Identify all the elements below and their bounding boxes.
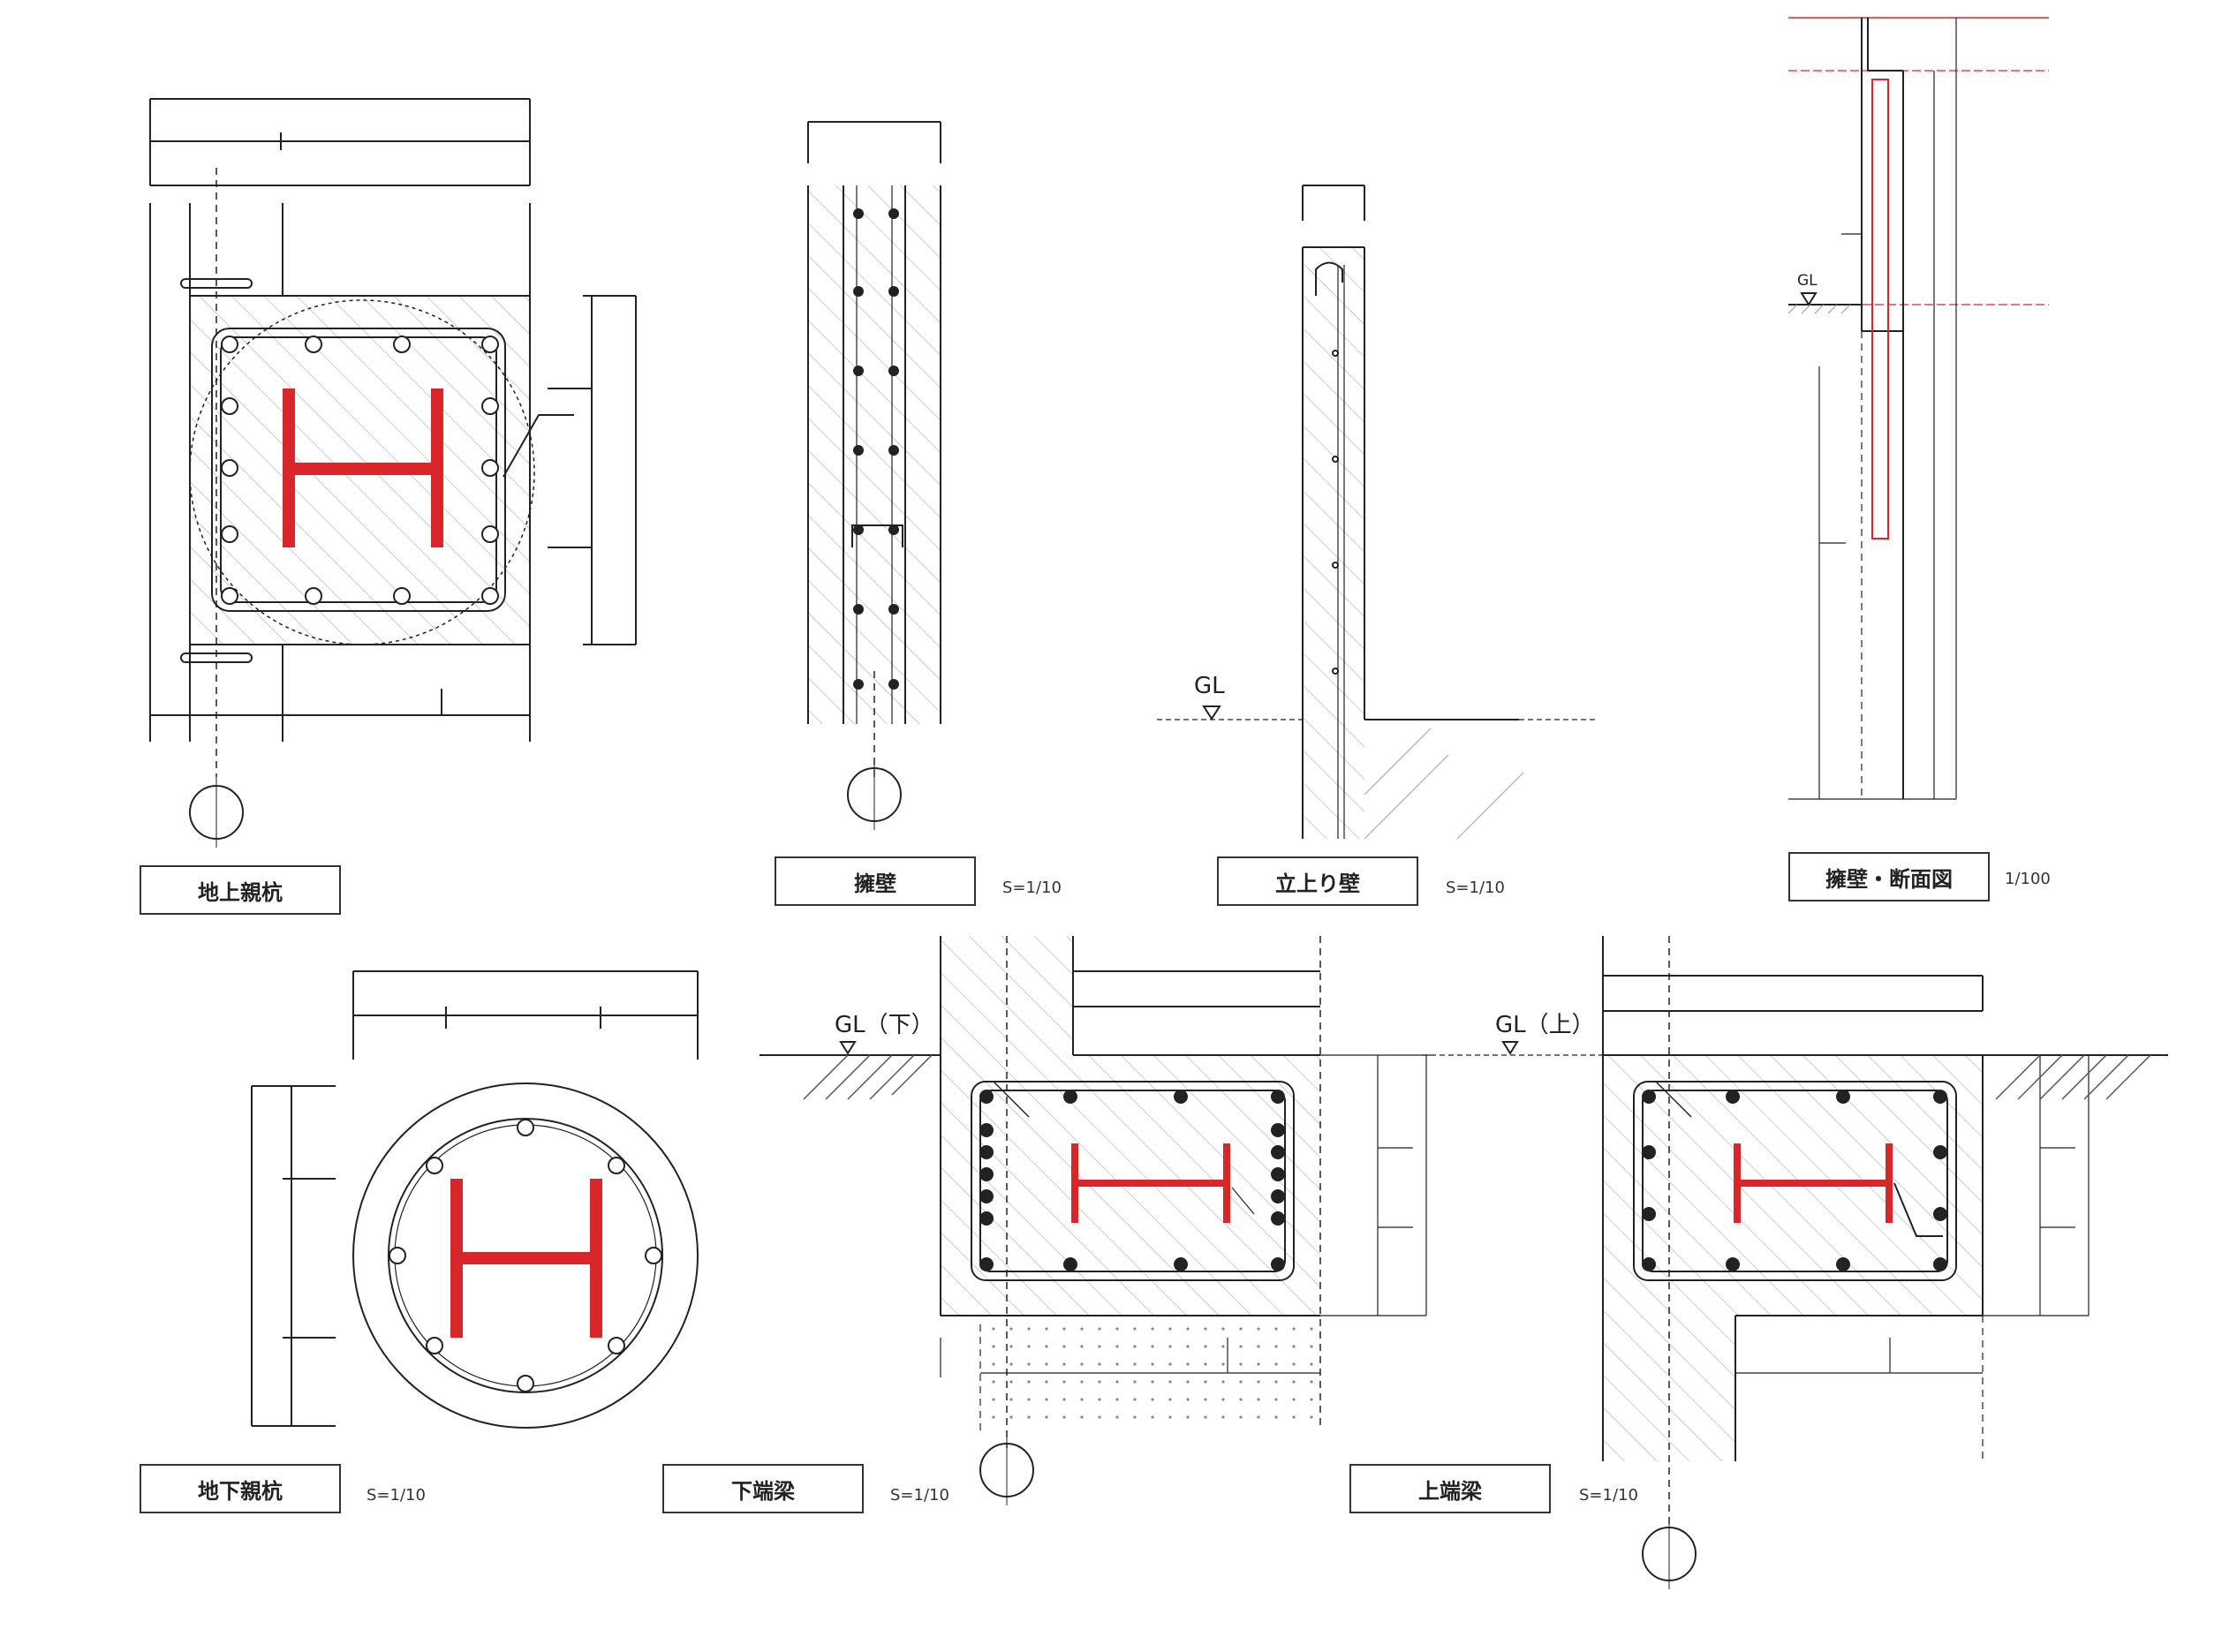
scale-retaining-wall: S=1/10 [1002,879,1062,897]
gl-section-label: GL [1797,272,1818,290]
scale-section: 1/100 [2005,870,2051,888]
title-above-pile: 地上親杭 [140,865,341,915]
retaining-wall-detail [807,121,941,830]
scale-below-pile: S=1/10 [367,1486,426,1505]
scale-upper-beam: S=1/10 [1579,1486,1638,1505]
section-detail [1787,17,2049,800]
title-retaining-wall: 擁壁 [775,856,976,906]
upper-beam-detail [1422,936,2168,1589]
above-pile-detail [149,98,637,848]
below-pile-detail [251,970,699,1429]
upper-beam-steel-section [1734,1143,1893,1223]
lower-beam-detail [760,936,1431,1505]
scale-upstand-wall: S=1/10 [1446,879,1505,897]
title-upstand-wall: 立上り壁 [1217,856,1418,906]
gl-upstand-label: GL [1194,673,1225,699]
scale-lower-beam: S=1/10 [890,1486,949,1505]
gl-upper-label: GL（上） [1495,1012,1595,1038]
upstand-wall-detail [1157,185,1598,840]
lower-beam-steel-section [1071,1143,1230,1223]
below-pile-steel-section [450,1179,602,1338]
gl-lower-label: GL（下） [835,1012,934,1038]
title-below-pile: 地下親杭 [140,1464,341,1513]
title-section: 擁壁・断面図 [1788,852,1990,901]
title-upper-beam: 上端梁 [1349,1464,1551,1513]
above-pile-steel-section [283,388,443,547]
title-lower-beam: 下端梁 [662,1464,864,1513]
